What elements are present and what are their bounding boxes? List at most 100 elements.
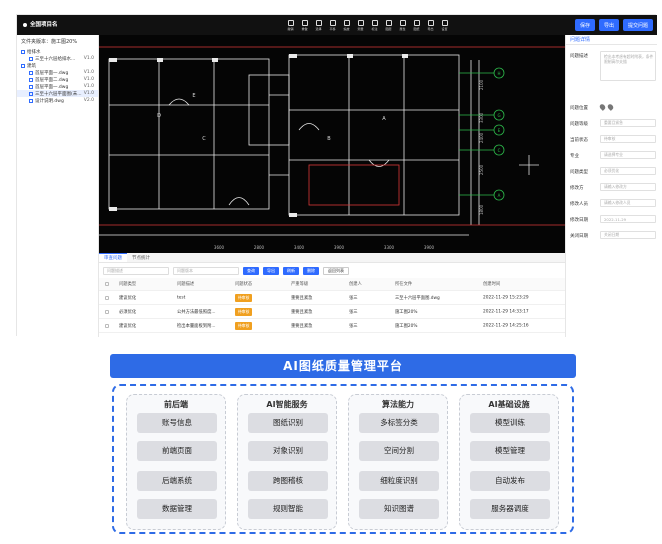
status-select[interactable]: 待审核 <box>600 135 656 143</box>
folder-icon <box>21 63 25 68</box>
platform-boundary: 前后端 账号信息 前端页面 后端系统 数据管理 AI智能服务 图纸识别 对象识别… <box>112 384 574 534</box>
tool-layer[interactable]: 图层 <box>383 17 394 33</box>
room-label: D <box>157 113 161 119</box>
level-select[interactable]: 重要且紧急 <box>600 119 656 127</box>
axis-grid <box>459 67 539 201</box>
pen-icon <box>371 19 378 26</box>
tool-measure[interactable]: 测量 <box>355 17 366 33</box>
type-select[interactable]: 必须优化 <box>600 167 656 175</box>
back-to-list-button[interactable]: 返回列表 <box>323 266 349 275</box>
side-dim-label: 2500 <box>479 164 484 175</box>
file-icon <box>29 77 33 82</box>
tree-folder-architecture[interactable]: 建筑 <box>17 62 98 69</box>
panel-title: 问题详情 <box>566 35 657 45</box>
status-badge: 待审核 <box>235 321 253 330</box>
row-checkbox[interactable] <box>105 295 109 300</box>
save-button[interactable]: 保存 <box>574 19 595 31</box>
module-box: 对象识别 <box>248 441 328 461</box>
col-header[interactable]: 问题类型 <box>119 282 137 287</box>
dim-label: 2800 <box>254 245 265 250</box>
modifier-input[interactable]: 请输入修改方 <box>600 183 656 191</box>
close-date-picker[interactable]: 关闭日期 <box>600 231 656 239</box>
module-box: 空间分割 <box>359 441 439 461</box>
refresh-button[interactable]: 刷新 <box>283 266 299 275</box>
modifier-person-input[interactable]: 请输入修改人员 <box>600 199 656 207</box>
file-tree-panel: 文件夹版本：施工图20% 给排水 三至十六层给排水...V1.0 建筑 首层平面… <box>17 35 99 337</box>
row-checkbox[interactable] <box>105 309 109 314</box>
file-icon <box>29 91 33 96</box>
modify-date-picker[interactable]: 2022-11-29 <box>600 215 656 223</box>
version-filter-select[interactable]: 问题版本 <box>173 266 239 275</box>
tool-select[interactable]: 选择 <box>313 17 324 33</box>
zoom-icon <box>343 19 350 26</box>
table-row[interactable]: 必须优化 公共方法最低照度... 待审核 重要且紧急 张三 施工图20% 202… <box>99 305 565 319</box>
cad-review-app: 全国项目名 撤销 重做 选择 平移 缩放 测量 标注 图层 属性 图纸 导出 设… <box>16 14 657 337</box>
query-button[interactable]: 查询 <box>243 266 259 275</box>
location-pin-icon <box>606 103 615 111</box>
dim-label: 3400 <box>294 245 305 250</box>
file-icon <box>29 98 33 103</box>
table-header: 问题类型 问题描述 问题状态 严重等级 创建人 所在文件 创建时间 <box>99 278 565 291</box>
tree-folder-plumbing[interactable]: 给排水 <box>17 48 98 55</box>
export-button[interactable]: 导出 <box>598 19 619 31</box>
file-icon <box>29 70 33 75</box>
export-list-button[interactable]: 导出 <box>263 266 279 275</box>
select-all-checkbox[interactable] <box>105 282 109 286</box>
location-pins[interactable] <box>598 103 615 111</box>
undo-icon <box>287 19 294 26</box>
row-checkbox[interactable] <box>105 323 109 328</box>
folder-version-label: 文件夹版本：施工图20% <box>21 39 78 45</box>
column-algorithms: 算法能力 多标签分类 空间分割 细粒度识别 知识图谱 <box>348 394 448 530</box>
dim-label: 3900 <box>424 245 435 250</box>
tool-pan[interactable]: 平移 <box>327 17 338 33</box>
dim-label: 3900 <box>334 245 345 250</box>
module-box: 数据管理 <box>137 499 217 519</box>
table-row[interactable]: 建议优化 检出本量面板到附... 待审核 重要且紧急 张三 施工图20% 202… <box>99 319 565 333</box>
cad-drawing-canvas[interactable]: H G E C A E D C B A 3600 2800 3400 <box>99 35 565 253</box>
ruler-icon <box>357 19 364 26</box>
issue-detail-panel: 问题详情 问题描述 检出本考虑有超时附表，条件限制高尔夫描 问题位置 问题等级 … <box>565 35 657 337</box>
dim-label: 3300 <box>384 245 395 250</box>
top-toolbar: 全国项目名 撤销 重做 选择 平移 缩放 测量 标注 图层 属性 图纸 导出 设… <box>17 15 657 35</box>
description-filter-input[interactable]: 问题描述 <box>103 266 169 275</box>
tool-zoom[interactable]: 缩放 <box>341 17 352 33</box>
room-label: E <box>192 93 195 99</box>
tool-redo[interactable]: 重做 <box>299 17 310 33</box>
tool-strip: 撤销 重做 选择 平移 缩放 测量 标注 图层 属性 图纸 导出 设置 <box>285 17 450 33</box>
tab-review-issues[interactable]: 审查问题 <box>99 253 127 262</box>
tool-annotate[interactable]: 标注 <box>369 17 380 33</box>
col-header[interactable]: 严重等级 <box>291 282 309 287</box>
red-markers <box>99 46 565 226</box>
location-pin-icon <box>598 103 607 111</box>
export-icon <box>427 19 434 26</box>
cursor-icon <box>315 19 322 26</box>
tab-node-stats[interactable]: 节点统计 <box>132 255 150 261</box>
module-box: 知识图谱 <box>359 499 439 519</box>
col-header[interactable]: 创建人 <box>349 282 362 287</box>
tree-file[interactable]: 三至十六层给排水...V1.0 <box>17 55 98 62</box>
delete-button[interactable]: 删除 <box>303 266 319 275</box>
col-header: 问题描述 <box>177 282 195 287</box>
module-box: 跨图稽核 <box>248 471 328 491</box>
table-row[interactable]: 建议优化 test 待审核 重要且紧急 张三 三至十六层平面图.dwg 2022… <box>99 291 565 305</box>
tree-file-selected[interactable]: 三至十六层平面图(未...V1.0 <box>17 90 98 97</box>
tool-properties[interactable]: 属性 <box>397 17 408 33</box>
tool-undo[interactable]: 撤销 <box>285 17 296 33</box>
col-header: 创建时间 <box>483 282 501 287</box>
discipline-select[interactable]: 请选择专业 <box>600 151 656 159</box>
side-dim-label: 3300 <box>479 112 484 123</box>
room-label: A <box>382 116 386 122</box>
tool-export[interactable]: 导出 <box>425 17 436 33</box>
tool-settings[interactable]: 设置 <box>439 17 450 33</box>
floor-plan-drawing: H G E C A E D C B A 3600 2800 3400 <box>99 46 565 250</box>
col-header[interactable]: 问题状态 <box>235 282 253 287</box>
description-textarea[interactable]: 检出本考虑有超时附表，条件限制高尔夫描 <box>600 51 656 81</box>
submit-issue-button[interactable]: 提交问题 <box>622 19 653 31</box>
column-ai-infrastructure: AI基础设施 模型训练 模型管理 自动发布 服务器调度 <box>459 394 559 530</box>
tool-drawing[interactable]: 图纸 <box>411 17 422 33</box>
column-frontend-backend: 前后端 账号信息 前端页面 后端系统 数据管理 <box>126 394 226 530</box>
